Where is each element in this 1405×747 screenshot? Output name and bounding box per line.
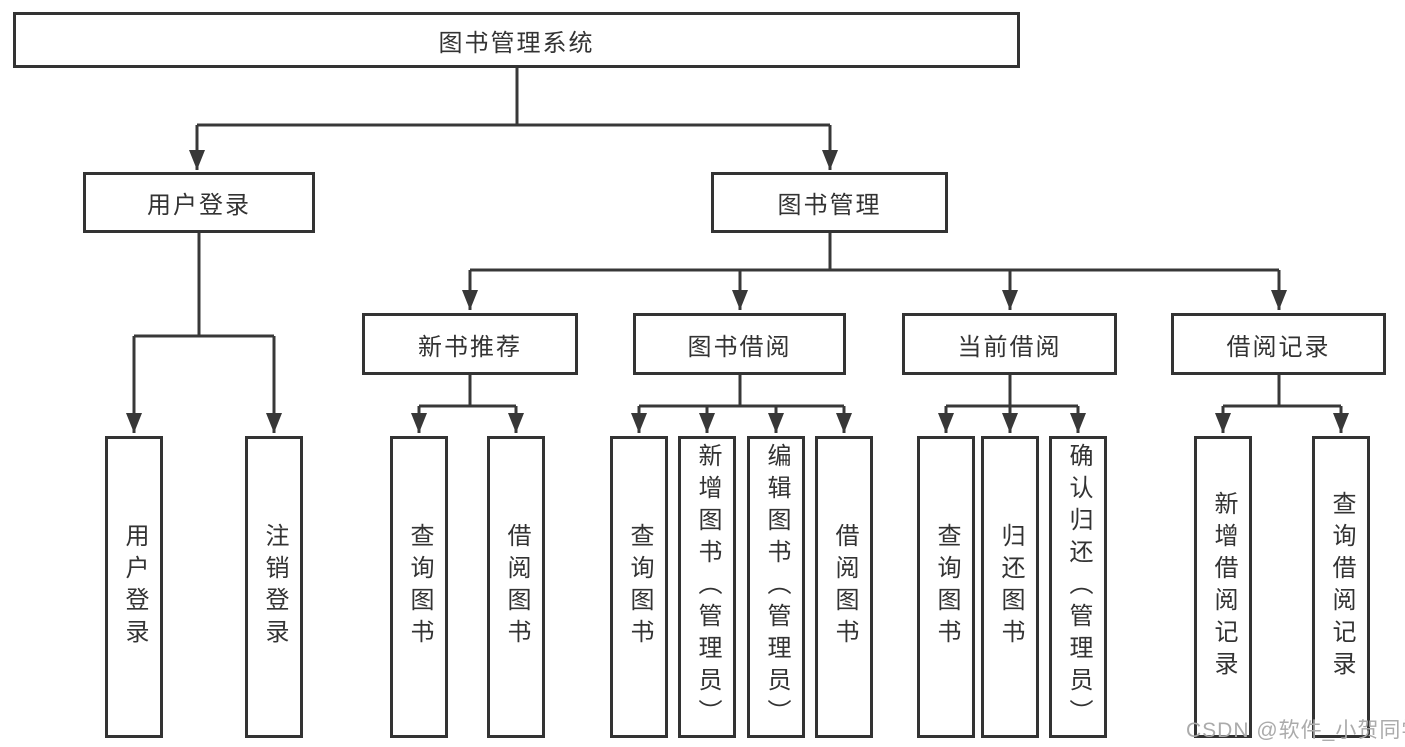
node-new-book-recommend-label: 新书推荐 <box>418 333 522 361</box>
node-book-borrowing-label: 图书借阅 <box>687 333 792 361</box>
node-logout-label: 注销登录 <box>261 523 288 651</box>
node-add-book-admin-label: 新增图书（管理员） <box>694 443 721 731</box>
node-query-books-current-label: 查询图书 <box>933 523 960 651</box>
node-book-management: 图书管理 <box>711 172 948 233</box>
node-add-borrow-record: 新增借阅记录 <box>1194 436 1252 738</box>
node-return-books: 归还图书 <box>981 436 1039 738</box>
node-borrow-books-borrow: 借阅图书 <box>815 436 873 738</box>
node-query-books-newrec: 查询图书 <box>390 436 448 738</box>
node-confirm-return-admin: 确认归还（管理员） <box>1049 436 1107 738</box>
node-edit-book-admin: 编辑图书（管理员） <box>747 436 805 738</box>
node-borrow-books-newrec-label: 借阅图书 <box>503 523 530 651</box>
node-current-borrowing: 当前借阅 <box>902 313 1117 375</box>
node-book-borrowing: 图书借阅 <box>633 313 846 375</box>
node-confirm-return-admin-label: 确认归还（管理员） <box>1065 443 1092 731</box>
node-user-login-group: 用户登录 <box>83 172 315 233</box>
node-query-books-borrow: 查询图书 <box>610 436 668 738</box>
node-query-books-newrec-label: 查询图书 <box>406 523 433 651</box>
node-book-management-label: 图书管理 <box>777 192 882 219</box>
node-query-borrow-record-label: 查询借阅记录 <box>1328 491 1355 683</box>
node-borrow-books-newrec: 借阅图书 <box>487 436 545 738</box>
node-add-book-admin: 新增图书（管理员） <box>678 436 736 738</box>
node-current-borrowing-label: 当前借阅 <box>957 333 1062 361</box>
node-library-system: 图书管理系统 <box>13 12 1020 68</box>
node-user-login-label: 用户登录 <box>121 523 148 651</box>
node-add-borrow-record-label: 新增借阅记录 <box>1210 491 1237 683</box>
node-query-borrow-record: 查询借阅记录 <box>1312 436 1370 738</box>
node-new-book-recommend: 新书推荐 <box>362 313 578 375</box>
node-borrow-books-borrow-label: 借阅图书 <box>831 523 858 651</box>
node-borrowing-records-label: 借阅记录 <box>1226 333 1331 361</box>
csdn-watermark: CSDN @软件_小贺同学 <box>1186 719 1405 742</box>
node-library-system-label: 图书管理系统 <box>438 29 595 57</box>
node-logout: 注销登录 <box>245 436 303 738</box>
node-edit-book-admin-label: 编辑图书（管理员） <box>763 443 790 731</box>
node-user-login-group-label: 用户登录 <box>147 192 251 219</box>
node-user-login: 用户登录 <box>105 436 163 738</box>
node-query-books-current: 查询图书 <box>917 436 975 738</box>
node-return-books-label: 归还图书 <box>997 523 1024 651</box>
node-borrowing-records: 借阅记录 <box>1171 313 1386 375</box>
node-query-books-borrow-label: 查询图书 <box>626 523 653 651</box>
